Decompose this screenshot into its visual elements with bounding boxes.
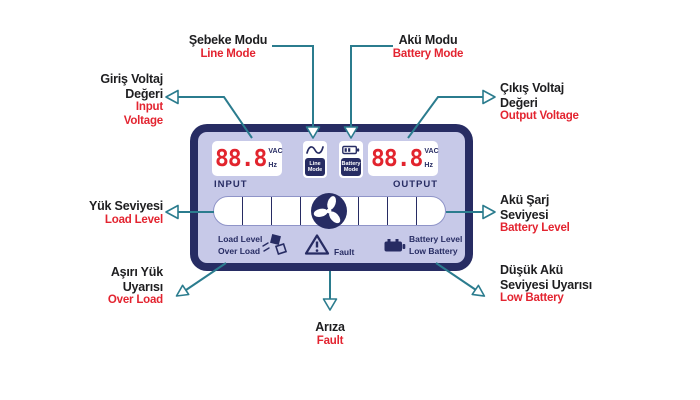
low-battery-indicator-label: Low Battery bbox=[409, 246, 458, 256]
battery-mode-indicator: Battery Mode bbox=[339, 141, 363, 178]
callout-input-voltage-title-2: Değeri bbox=[125, 86, 163, 101]
over-load-indicator-label: Over Load bbox=[218, 246, 261, 256]
battery-small-icon bbox=[339, 142, 363, 157]
line-mode-tag-line1: Line bbox=[309, 160, 321, 167]
callout-output-voltage: Çıkış Voltaj Değeri Output Voltage bbox=[500, 81, 612, 124]
callout-low-battery-title-1: Düşük Akü bbox=[500, 263, 564, 277]
output-voltage-value: 88.8 bbox=[371, 145, 423, 172]
callout-over-load-title-1: Aşırı Yük bbox=[110, 265, 163, 279]
fault-arrow bbox=[322, 271, 338, 311]
battery-mode-tag-line1: Battery bbox=[341, 160, 361, 167]
callout-line-mode-subtitle: Line Mode bbox=[200, 47, 256, 60]
bar-segment bbox=[272, 197, 301, 225]
callout-low-battery-title-2: Seviyesi Uyarısı bbox=[500, 277, 593, 292]
callout-output-voltage-title-1: Çıkış Voltaj bbox=[500, 81, 565, 95]
callout-battery-level-title-1: Akü Şarj bbox=[500, 193, 550, 207]
callout-input-voltage-subtitle-1: Input bbox=[135, 101, 163, 113]
callout-load-level: Yük Seviyesi Load Level bbox=[58, 199, 163, 227]
callout-load-level-subtitle: Load Level bbox=[104, 213, 163, 226]
callout-fault-subtitle: Fault bbox=[316, 334, 344, 347]
callout-fault-title: Arıza bbox=[315, 320, 345, 334]
callout-battery-mode-title: Akü Modu bbox=[398, 33, 458, 47]
fault-indicator-label: Fault bbox=[334, 247, 355, 257]
callout-battery-level: Akü Şarj Seviyesi Battery Level bbox=[500, 193, 612, 236]
callout-over-load-subtitle: Over Load bbox=[107, 294, 163, 306]
bar-segment bbox=[417, 197, 445, 225]
line-mode-indicator: Line Mode bbox=[303, 141, 327, 178]
battery-level-indicator-label: Battery Level bbox=[409, 234, 463, 244]
load-level-indicator-label: Load Level bbox=[218, 234, 263, 244]
bar-segment bbox=[388, 197, 417, 225]
output-voltage-display: 88.8 VAC Hz bbox=[368, 141, 439, 176]
callout-load-level-title: Yük Seviyesi bbox=[88, 199, 163, 213]
callout-battery-level-subtitle: Battery Level bbox=[500, 222, 570, 234]
callout-output-voltage-subtitle: Output Voltage bbox=[500, 110, 579, 122]
callout-input-voltage-subtitle-2: Voltage bbox=[123, 114, 163, 127]
input-voltage-display: 88.8 VAC Hz bbox=[212, 141, 283, 176]
callout-over-load: Aşırı Yük Uyarısı Over Load bbox=[58, 265, 163, 308]
callout-input-voltage: Giriş Voltaj Değeri Input Voltage bbox=[58, 72, 163, 128]
bar-segment bbox=[359, 197, 388, 225]
brand-swirl-icon bbox=[310, 192, 348, 230]
callout-fault: Arıza Fault bbox=[285, 320, 375, 348]
lcd-screen: 88.8 VAC Hz INPUT Line Mode bbox=[198, 132, 465, 263]
callout-output-voltage-title-2: Değeri bbox=[500, 95, 538, 110]
battery-level-icon bbox=[384, 238, 406, 258]
callout-input-voltage-title-1: Giriş Voltaj bbox=[100, 72, 163, 86]
callout-low-battery-subtitle: Low Battery bbox=[500, 292, 564, 304]
lcd-panel: 88.8 VAC Hz INPUT Line Mode bbox=[190, 124, 473, 271]
output-unit-vac: VAC bbox=[424, 147, 439, 155]
input-unit-hz: Hz bbox=[268, 161, 277, 169]
callout-line-mode: Şebeke Modu Line Mode bbox=[168, 33, 288, 61]
falling-boxes-icon bbox=[260, 233, 288, 262]
battery-mode-tag: Battery Mode bbox=[341, 158, 361, 176]
callout-battery-mode: Akü Modu Battery Mode bbox=[368, 33, 488, 61]
callout-over-load-title-2: Uyarısı bbox=[122, 279, 163, 294]
input-label: INPUT bbox=[214, 179, 248, 190]
battery-mode-tag-line2: Mode bbox=[343, 167, 359, 173]
sine-wave-icon bbox=[303, 142, 327, 157]
line-mode-tag: Line Mode bbox=[305, 158, 325, 176]
callout-low-battery: Düşük Akü Seviyesi Uyarısı Low Battery bbox=[500, 263, 612, 306]
bar-segment bbox=[330, 197, 359, 225]
line-mode-tag-line2: Mode bbox=[307, 167, 323, 173]
bar-segment bbox=[243, 197, 272, 225]
output-units: VAC Hz bbox=[424, 148, 438, 170]
input-unit-vac: VAC bbox=[268, 147, 283, 155]
output-label: OUTPUT bbox=[392, 179, 438, 190]
input-voltage-value: 88.8 bbox=[215, 145, 267, 172]
callout-line-mode-title: Şebeke Modu bbox=[188, 33, 268, 47]
warning-triangle-icon bbox=[304, 233, 330, 261]
input-units: VAC Hz bbox=[268, 148, 282, 170]
callout-battery-level-title-2: Seviyesi bbox=[500, 207, 549, 222]
output-unit-hz: Hz bbox=[424, 161, 433, 169]
bar-segment bbox=[214, 197, 243, 225]
callout-battery-mode-subtitle: Battery Mode bbox=[392, 47, 464, 60]
